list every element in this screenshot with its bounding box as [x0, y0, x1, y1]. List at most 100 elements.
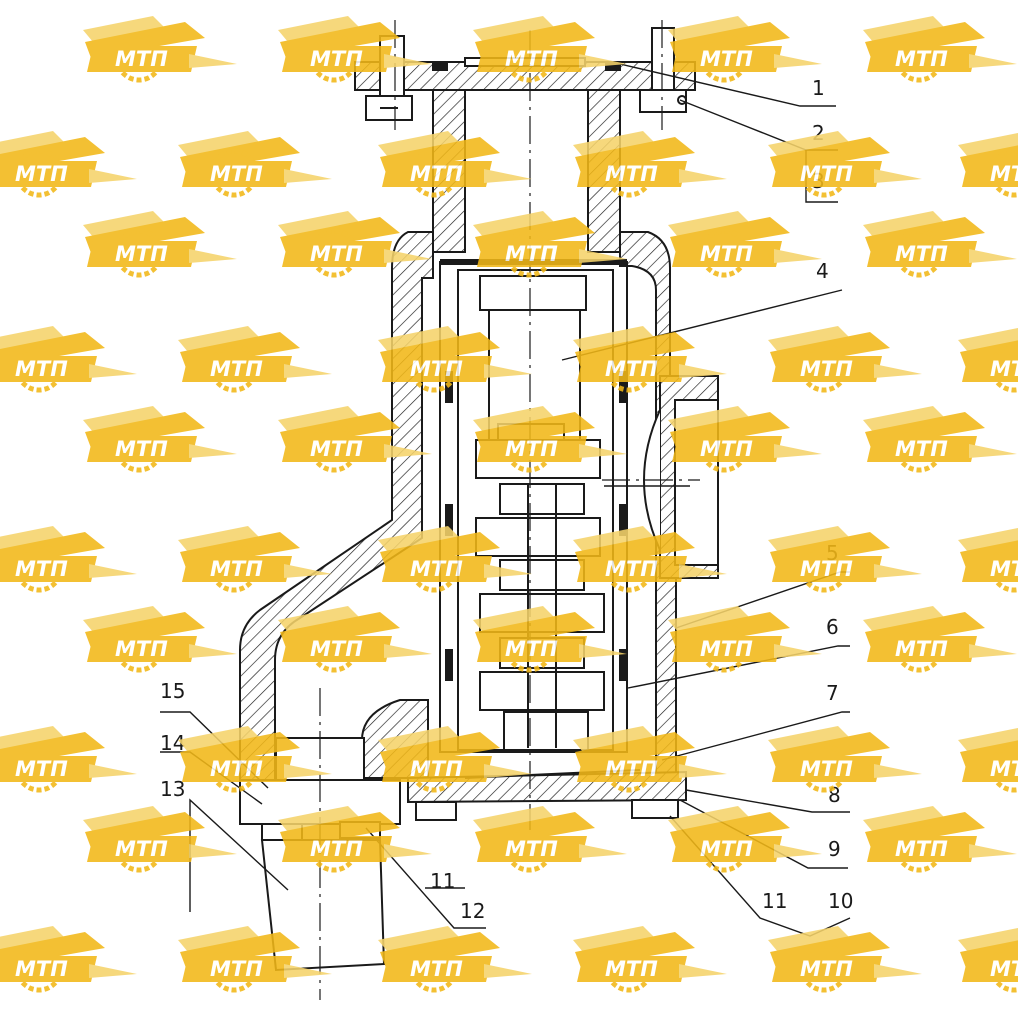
callout-15: 15: [160, 679, 185, 703]
watermark-logo: МТП: [473, 806, 627, 870]
watermark-logo: МТП: [0, 726, 137, 790]
watermark-logo: МТП: [83, 211, 237, 275]
watermark-text: МТП: [505, 637, 558, 661]
watermark-logo: МТП: [178, 726, 332, 790]
watermark-text: МТП: [990, 162, 1018, 186]
callout-11-right: 11: [762, 889, 787, 913]
watermark-logo: МТП: [958, 326, 1018, 390]
watermark-logo: МТП: [378, 526, 532, 590]
watermark-logo: МТП: [768, 526, 922, 590]
callout-13: 13: [160, 777, 185, 801]
watermark-logo: МТП: [573, 726, 727, 790]
watermark-text: МТП: [15, 757, 68, 781]
watermark-logo: МТП: [573, 526, 727, 590]
watermark-text: МТП: [115, 637, 168, 661]
watermark-logo: МТП: [768, 326, 922, 390]
watermark-logo: МТП: [278, 211, 432, 275]
watermark-logo: МТП: [573, 326, 727, 390]
watermark-text: МТП: [700, 637, 753, 661]
filter-disc-stack: [475, 423, 605, 751]
watermark-logo: МТП: [83, 806, 237, 870]
watermark-logo: МТП: [83, 606, 237, 670]
watermark-logo: МТП: [378, 726, 532, 790]
watermark-text: МТП: [210, 757, 263, 781]
watermark-text: МТП: [605, 162, 658, 186]
watermark-logo: МТП: [863, 406, 1017, 470]
watermark-text: МТП: [505, 242, 558, 266]
watermark-text: МТП: [605, 957, 658, 981]
watermark-text: МТП: [800, 757, 853, 781]
watermark-text: МТП: [210, 162, 263, 186]
watermark-text: МТП: [15, 162, 68, 186]
watermark-text: МТП: [310, 47, 363, 71]
watermark-text: МТП: [210, 557, 263, 581]
watermark-logo: МТП: [83, 16, 237, 80]
bottom-nuts: [415, 799, 679, 821]
watermark-text: МТП: [115, 47, 168, 71]
watermark-logo: МТП: [378, 131, 532, 195]
watermark-logo: МТП: [0, 326, 137, 390]
watermark-text: МТП: [310, 242, 363, 266]
watermark-logo: МТП: [768, 926, 922, 990]
watermark-logo: МТП: [768, 726, 922, 790]
watermark-logo: МТП: [378, 926, 532, 990]
watermark-logo: МТП: [958, 526, 1018, 590]
watermark-logo: МТП: [0, 926, 137, 990]
watermark-logo: МТП: [668, 806, 822, 870]
watermark-logo: МТП: [668, 606, 822, 670]
callout-1: 1: [812, 76, 825, 100]
watermark-logo: МТП: [863, 211, 1017, 275]
watermark-text: МТП: [990, 757, 1018, 781]
watermark-logo: МТП: [473, 211, 627, 275]
watermark-layer: МТП МТП МТП МТП МТП МТП МТП МТП МТП МТП МТП МТП МТП М…: [0, 16, 1018, 990]
callout-11-left: 11: [430, 869, 455, 893]
watermark-text: МТП: [700, 47, 753, 71]
watermark-text: МТП: [605, 357, 658, 381]
watermark-text: МТП: [895, 637, 948, 661]
watermark-text: МТП: [115, 837, 168, 861]
watermark-logo: МТП: [668, 16, 822, 80]
watermark-logo: МТП: [0, 131, 137, 195]
watermark-text: МТП: [410, 957, 463, 981]
callout-12: 12: [460, 899, 485, 923]
watermark-logo: МТП: [178, 326, 332, 390]
watermark-logo: МТП: [668, 406, 822, 470]
watermark-text: МТП: [800, 957, 853, 981]
watermark-text: МТП: [15, 557, 68, 581]
watermark-text: МТП: [800, 162, 853, 186]
watermark-logo: МТП: [958, 131, 1018, 195]
watermark-text: МТП: [410, 557, 463, 581]
watermark-text: МТП: [800, 357, 853, 381]
watermark-text: МТП: [210, 357, 263, 381]
watermark-text: МТП: [700, 437, 753, 461]
watermark-text: МТП: [605, 757, 658, 781]
watermark-text: МТП: [895, 837, 948, 861]
watermark-text: МТП: [990, 957, 1018, 981]
watermark-logo: МТП: [278, 806, 432, 870]
watermark-text: МТП: [895, 242, 948, 266]
callout-10: 10: [828, 889, 853, 913]
watermark-text: МТП: [505, 437, 558, 461]
watermark-logo: МТП: [83, 406, 237, 470]
watermark-logo: МТП: [863, 806, 1017, 870]
watermark-logo: МТП: [473, 16, 627, 80]
watermark-text: МТП: [310, 437, 363, 461]
watermark-text: МТП: [15, 357, 68, 381]
watermark-logo: МТП: [668, 211, 822, 275]
watermark-text: МТП: [895, 437, 948, 461]
watermark-logo: МТП: [768, 131, 922, 195]
watermark-text: МТП: [410, 357, 463, 381]
watermark-text: МТП: [990, 557, 1018, 581]
watermark-text: МТП: [505, 837, 558, 861]
watermark-logo: МТП: [278, 606, 432, 670]
callout-6: 6: [826, 615, 839, 639]
watermark-text: МТП: [895, 47, 948, 71]
watermark-text: МТП: [700, 242, 753, 266]
watermark-text: МТП: [800, 557, 853, 581]
watermark-logo: МТП: [0, 526, 137, 590]
watermark-text: МТП: [310, 837, 363, 861]
watermark-logo: МТП: [573, 131, 727, 195]
watermark-text: МТП: [410, 757, 463, 781]
watermark-logo: МТП: [278, 16, 432, 80]
